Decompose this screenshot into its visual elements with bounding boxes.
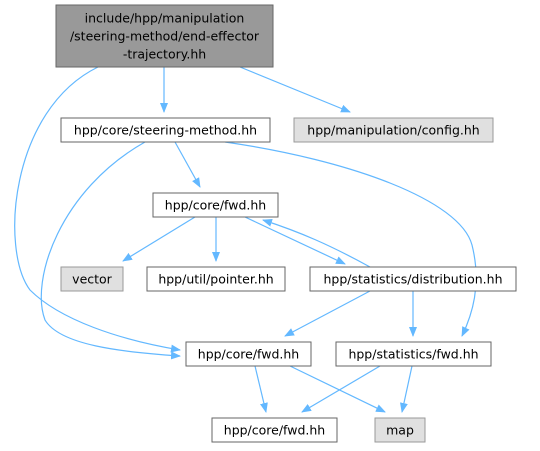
nodes-layer: include/hpp/manipulation/steering-method… [55, 4, 517, 443]
node-label: -trajectory.hh [123, 47, 206, 62]
node-stat-distribution[interactable]: hpp/statistics/distribution.hh [309, 266, 517, 292]
node-manip-config: hpp/manipulation/config.hh [293, 117, 494, 143]
edge-root-to-manip-config [239, 66, 351, 113]
edge-core-fwd-b-to-map [289, 365, 386, 413]
edge-core-steering-method-to-core-fwd-b [40, 141, 181, 360]
edge-root-to-core-fwd-b [14, 66, 181, 353]
node-label: hpp/core/fwd.hh [165, 198, 266, 213]
node-box [146, 266, 286, 292]
node-label: include/hpp/manipulation [85, 11, 245, 26]
edges-layer [14, 66, 477, 413]
node-core-fwd-b[interactable]: hpp/core/fwd.hh [185, 341, 312, 367]
edge-core-steering-method-to-stat-fwd [224, 141, 477, 337]
node-box [374, 417, 426, 443]
edge-core-fwd-b-to-core-fwd-c [254, 365, 268, 413]
node-vector: vector [60, 266, 124, 292]
node-util-pointer[interactable]: hpp/util/pointer.hh [146, 266, 286, 292]
node-label: hpp/core/fwd.hh [198, 347, 299, 362]
node-core-steering-method[interactable]: hpp/core/steering-method.hh [60, 117, 271, 143]
node-label: hpp/util/pointer.hh [158, 272, 273, 287]
node-core-fwd-c[interactable]: hpp/core/fwd.hh [211, 417, 338, 443]
node-box [335, 341, 492, 367]
node-label: map [386, 423, 414, 438]
node-label: vector [72, 272, 113, 287]
node-root[interactable]: include/hpp/manipulation/steering-method… [55, 4, 274, 68]
node-box [55, 4, 274, 68]
edge-stat-fwd-to-core-fwd-c [301, 365, 381, 413]
node-box [152, 192, 279, 218]
node-stat-fwd[interactable]: hpp/statistics/fwd.hh [335, 341, 492, 367]
node-label: hpp/statistics/distribution.hh [324, 272, 503, 287]
node-map: map [374, 417, 426, 443]
edge-stat-distribution-to-core-fwd-a [262, 218, 371, 268]
node-box [185, 341, 312, 367]
node-box [211, 417, 338, 443]
edge-core-fwd-a-to-vector [122, 216, 196, 262]
node-label: hpp/core/fwd.hh [224, 423, 325, 438]
node-label: /steering-method/end-effector [70, 29, 260, 44]
node-label: hpp/statistics/fwd.hh [348, 347, 478, 362]
node-box [293, 117, 494, 143]
edge-stat-distribution-to-core-fwd-b [284, 290, 371, 337]
edge-stat-fwd-to-map [400, 365, 413, 413]
node-label: hpp/core/steering-method.hh [74, 123, 257, 138]
node-box [309, 266, 517, 292]
node-label: hpp/manipulation/config.hh [307, 123, 479, 138]
node-box [60, 117, 271, 143]
edge-core-fwd-a-to-stat-distribution [244, 216, 346, 265]
node-box [60, 266, 124, 292]
node-core-fwd-a[interactable]: hpp/core/fwd.hh [152, 192, 279, 218]
edge-core-steering-method-to-core-fwd-a [174, 141, 201, 188]
